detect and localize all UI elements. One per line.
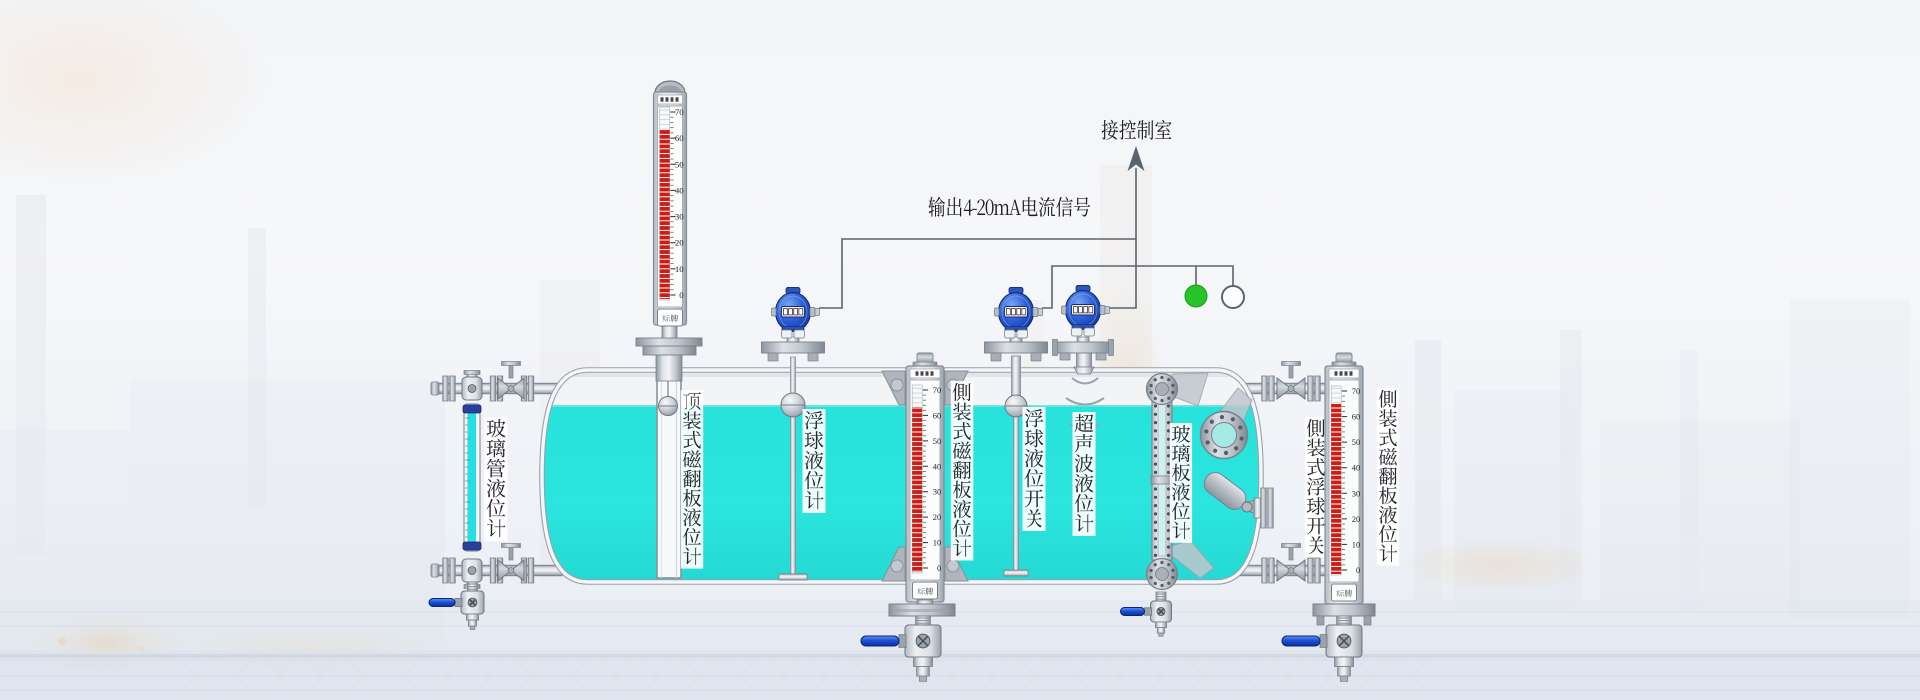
svg-text:20: 20 — [675, 238, 684, 248]
svg-text:10: 10 — [933, 538, 942, 548]
svg-text:30: 30 — [1352, 488, 1361, 498]
svg-text:20: 20 — [1352, 514, 1361, 524]
svg-text:40: 40 — [1352, 463, 1361, 473]
svg-text:0: 0 — [1356, 565, 1360, 575]
svg-text:20: 20 — [933, 512, 942, 522]
svg-text:30: 30 — [933, 487, 942, 497]
svg-text:50: 50 — [675, 159, 684, 169]
svg-text:30: 30 — [675, 212, 684, 222]
svg-text:60: 60 — [933, 410, 942, 420]
svg-text:10: 10 — [1352, 539, 1361, 549]
svg-text:70: 70 — [933, 385, 942, 395]
svg-text:70: 70 — [1352, 386, 1361, 396]
svg-text:40: 40 — [933, 461, 942, 471]
svg-text:60: 60 — [1352, 412, 1361, 422]
svg-text:10: 10 — [675, 264, 684, 274]
svg-text:0: 0 — [679, 290, 684, 300]
svg-text:50: 50 — [1352, 437, 1361, 447]
svg-text:0: 0 — [937, 563, 941, 573]
svg-text:40: 40 — [675, 185, 684, 195]
svg-text:60: 60 — [675, 133, 684, 143]
svg-text:50: 50 — [933, 436, 942, 446]
svg-text:70: 70 — [675, 107, 684, 117]
